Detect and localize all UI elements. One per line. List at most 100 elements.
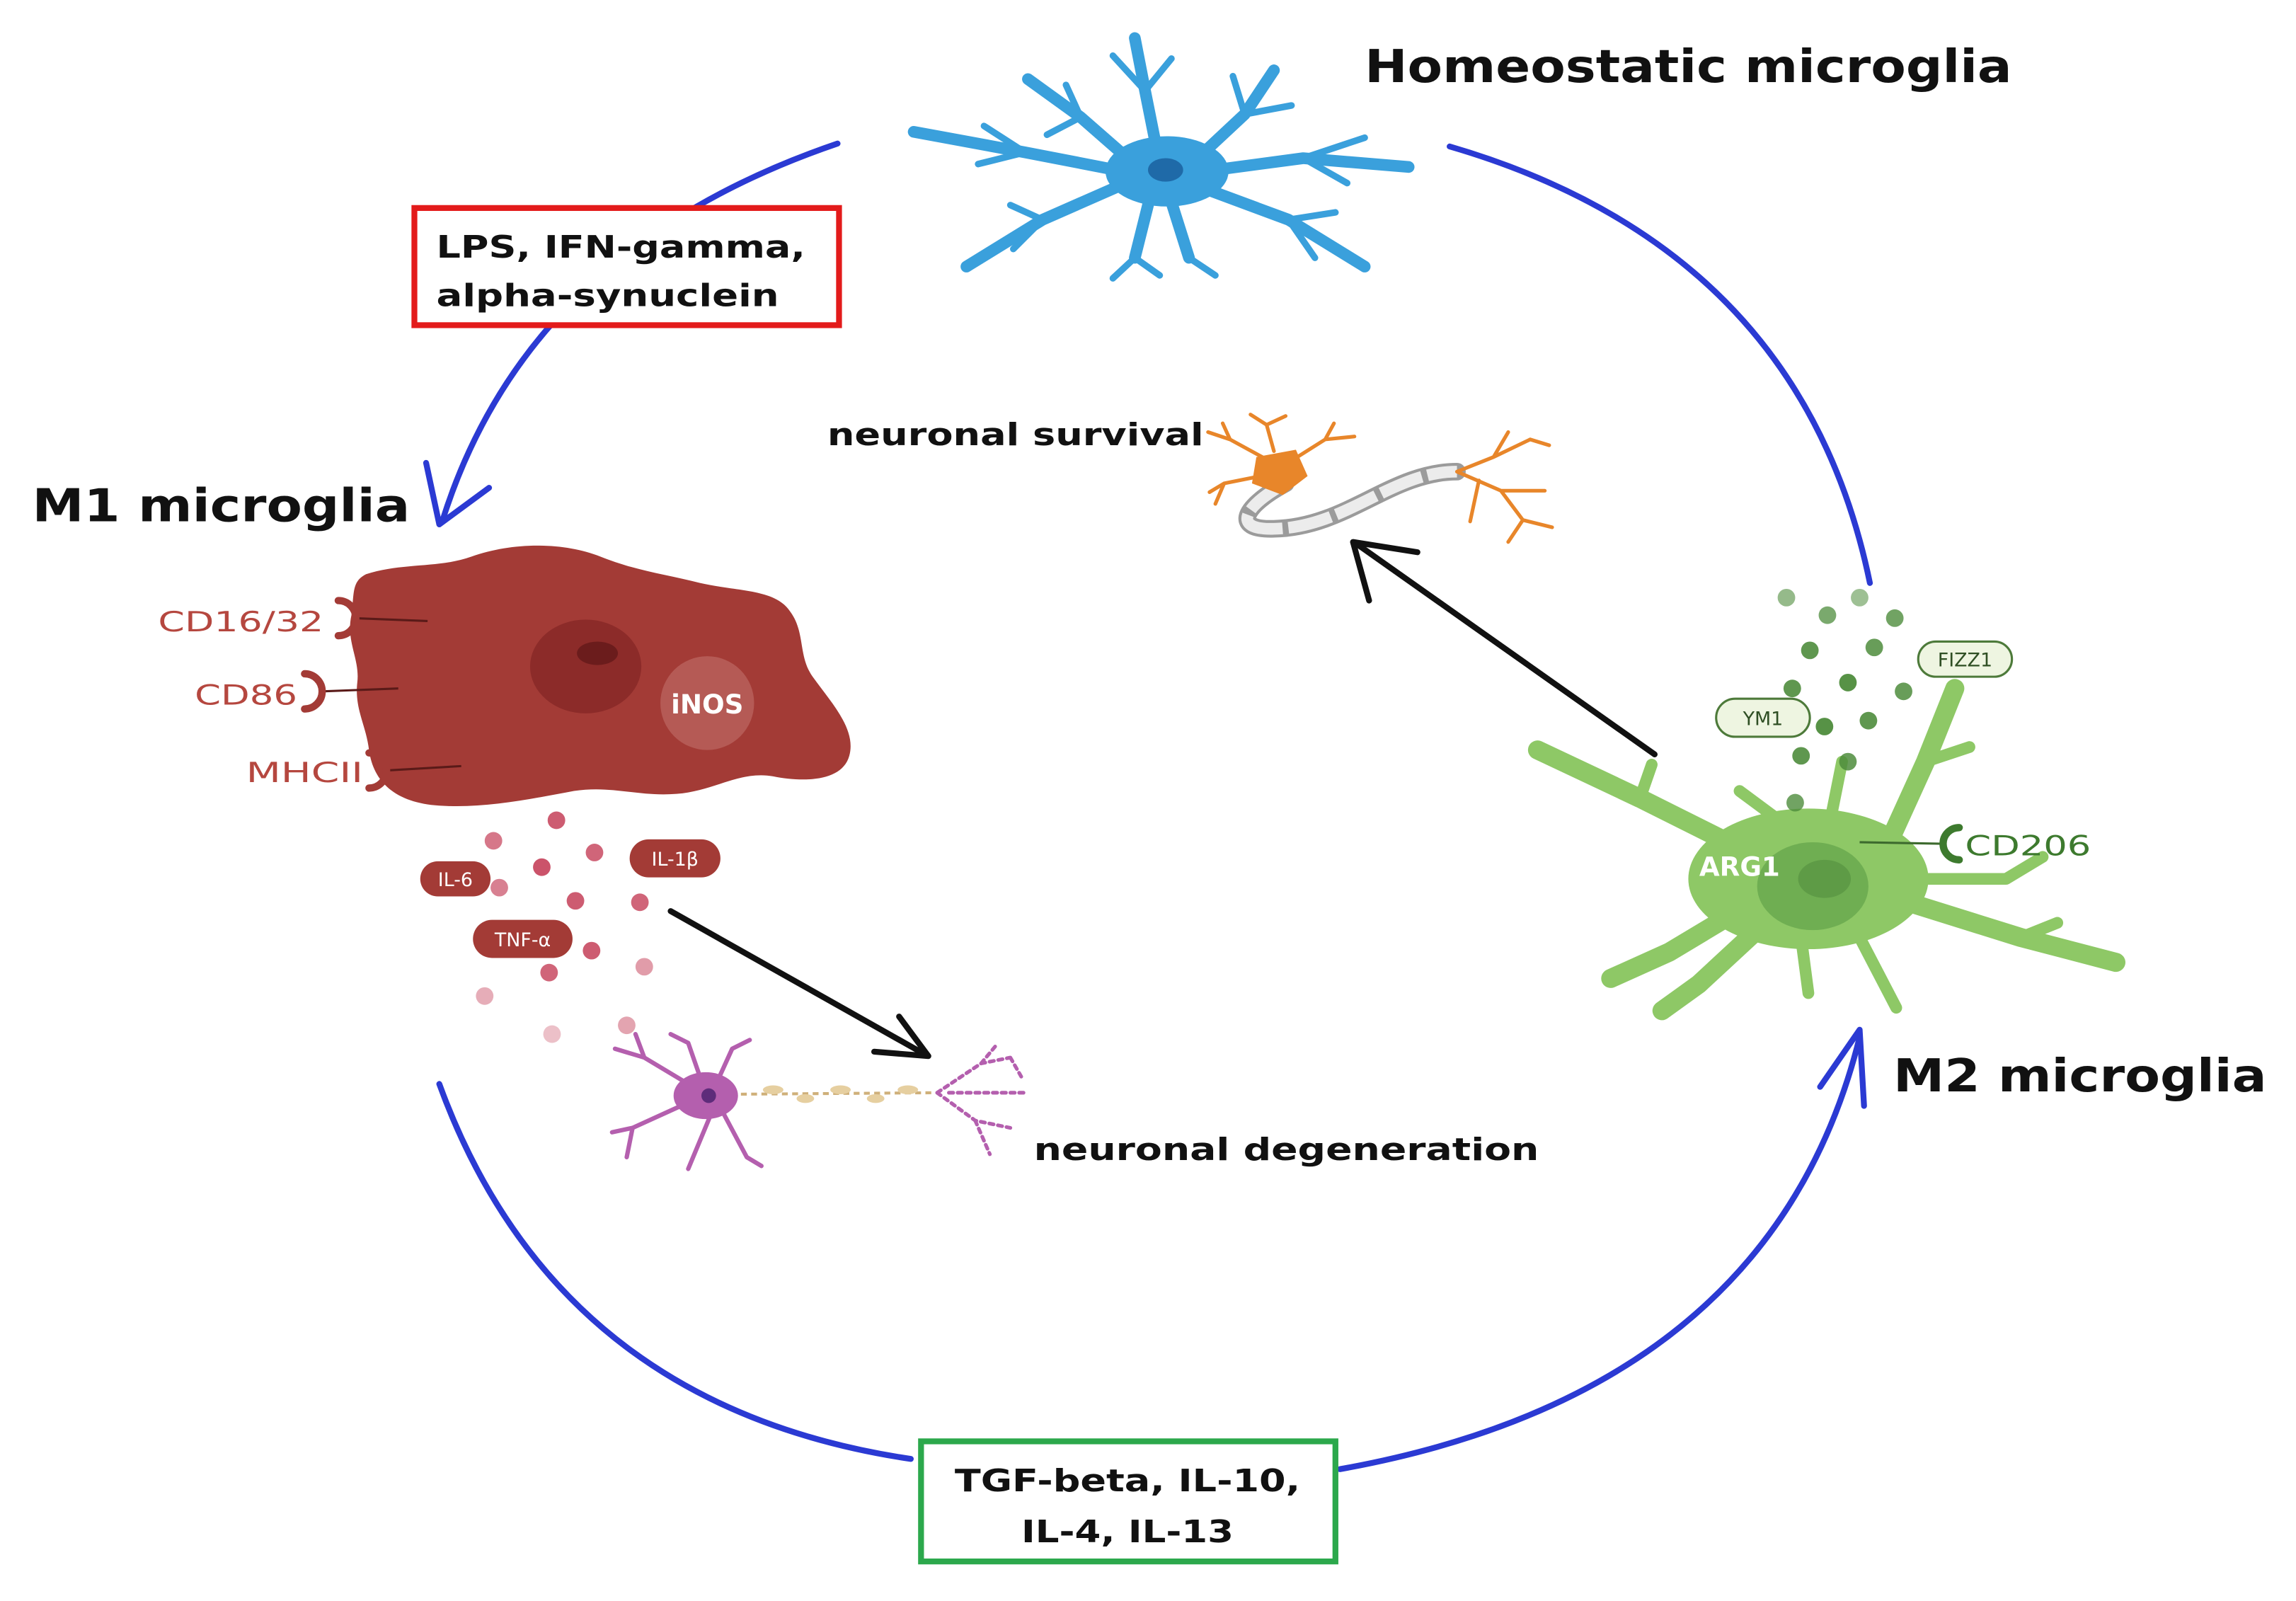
myelin-fragment [897,1085,919,1094]
m2-fine-processes [1634,741,2064,1014]
cd86-label: CD86 [195,679,297,711]
cytokine-dot [543,1025,561,1043]
ym1-label: YM1 [1743,708,1784,730]
neuronal-survival-label: neuronal survival [827,418,1204,453]
secretion-dot [1786,793,1804,812]
secretion-dot [1885,609,1904,627]
il1b-label: IL-1β [652,849,699,871]
cytokine-dot [631,893,649,912]
arrowhead-m1 [423,459,493,528]
secretion-dot [1818,606,1837,624]
homeostatic-processes [907,32,1415,282]
arrowhead-survival [1350,539,1420,604]
il6-label: IL-6 [438,869,473,891]
secretion-dot [1859,711,1878,730]
m1-microglia-title: M1 microglia [33,480,411,533]
cd16-32-receptor-icon [334,597,360,640]
myelin-fragments [762,1085,919,1103]
secretion-dot [1815,718,1834,735]
neuronal-degeneration-label: neuronal degeneration [1034,1132,1539,1168]
tnfa-badge [473,919,573,958]
degenerating-neuron [609,1031,1027,1171]
arrow-to-degeneration [667,908,929,1058]
m2-processes [1527,679,2125,1021]
arg1-label: ARG1 [1699,851,1780,883]
cd86-receptor-icon [301,670,326,713]
myelin-fragment [830,1085,851,1094]
arrowhead-degeneration [871,1014,931,1060]
cytokine-dot [490,878,508,897]
cd86-receptor-stem [322,687,398,693]
arrowhead-m2 [1817,1026,1867,1109]
mhcii-receptor-stem [386,764,461,772]
m2-stimuli-line-1: TGF-beta, IL-10, [955,1464,1300,1499]
m1-receptors [301,597,391,792]
cd206-receptor-stem [1859,841,1942,845]
m1-nucleus [529,619,642,713]
secretion-dot [1792,747,1810,765]
outcome-arrows [667,539,1658,1060]
m2-nucleolus [1798,859,1852,898]
secretion-dot [1839,752,1857,771]
m1-stimuli-line-1: LPS, IFN-gamma, [437,230,805,265]
cytokine-dot [540,963,558,982]
m2-stimuli-box-frame [918,1438,1338,1565]
cytokine-dot [585,844,604,861]
fizz1-badge [1917,640,2014,678]
cytokine-dot [533,858,551,876]
m2-microglia-title: M2 microglia [1893,1050,2267,1103]
mhcii-receptor-icon [365,749,391,792]
secretion-dot [1783,679,1801,698]
homeostatic-nucleus [1148,158,1183,182]
il1b-badge [629,839,721,878]
cytokine-dot [547,811,566,830]
m2-secreted-badges: YM1 FIZZ1 [1715,640,2014,738]
tnfa-label: TNF-α [494,929,551,951]
ym1-badge [1715,697,1811,738]
secretion-dot [1851,588,1869,607]
m1-microglia-cell: iNOS CD16/32 CD86 MHCII [158,545,851,807]
pathway-arcs [423,140,1873,1472]
secretion-dot [1895,682,1912,701]
fizz1-label: FIZZ1 [1938,650,1992,672]
m2-microglia-cell: ARG1 CD206 [1527,679,2125,1021]
degenerating-terminals [935,1044,1027,1157]
m2-stimuli-line-2: IL-4, IL-13 [1021,1515,1234,1550]
arc-m1-to-m2-stimuli [436,1081,914,1462]
cd16-32-label: CD16/32 [158,607,323,638]
arc-homeostatic-to-m2 [1447,143,1873,586]
secretion-dot [1777,588,1796,607]
myelin-fragment [796,1094,815,1103]
cytokine-dot [582,941,601,960]
cd16-32-receptor-stem [354,616,428,623]
arrow-to-survival [1353,540,1658,757]
surviving-axon-myelin [1241,466,1457,535]
arc-m2-stimuli-to-m2 [1336,1034,1863,1472]
m1-stimuli-box-frame [411,205,842,328]
arc-homeostatic-to-m1 [439,140,841,524]
m1-nucleolus [577,641,619,665]
cytokine-dot [484,832,503,850]
m1-receptor-lines [322,616,461,772]
m1-cytokine-badges: IL-6 IL-1β TNF-α [420,839,721,958]
degenerating-dendrites [609,1031,764,1171]
homeostatic-microglia-cell [907,32,1415,282]
surviving-dendrites [1206,413,1357,506]
cd206-receptor-icon [1939,824,1963,863]
il6-badge [420,861,491,897]
inos-label: iNOS [671,689,743,720]
surviving-neuron [1206,413,1554,544]
m2-stimuli-box: TGF-beta, IL-10, IL-4, IL-13 [918,1438,1338,1565]
myelin-fragment [762,1085,783,1094]
mhcii-label: MHCII [246,757,364,789]
secretion-dot [1839,673,1857,692]
cd206-label: CD206 [1965,831,2091,863]
surviving-soma [1251,449,1308,495]
cytokine-dot [618,1016,636,1035]
homeostatic-microglia-title: Homeostatic microglia [1365,40,2011,93]
secretion-dot [1801,641,1819,660]
homeostatic-fine-processes [975,52,1368,282]
m2-secretion-dots [1777,588,1912,812]
m1-stimuli-box: LPS, IFN-gamma, alpha-synuclein [411,205,842,328]
